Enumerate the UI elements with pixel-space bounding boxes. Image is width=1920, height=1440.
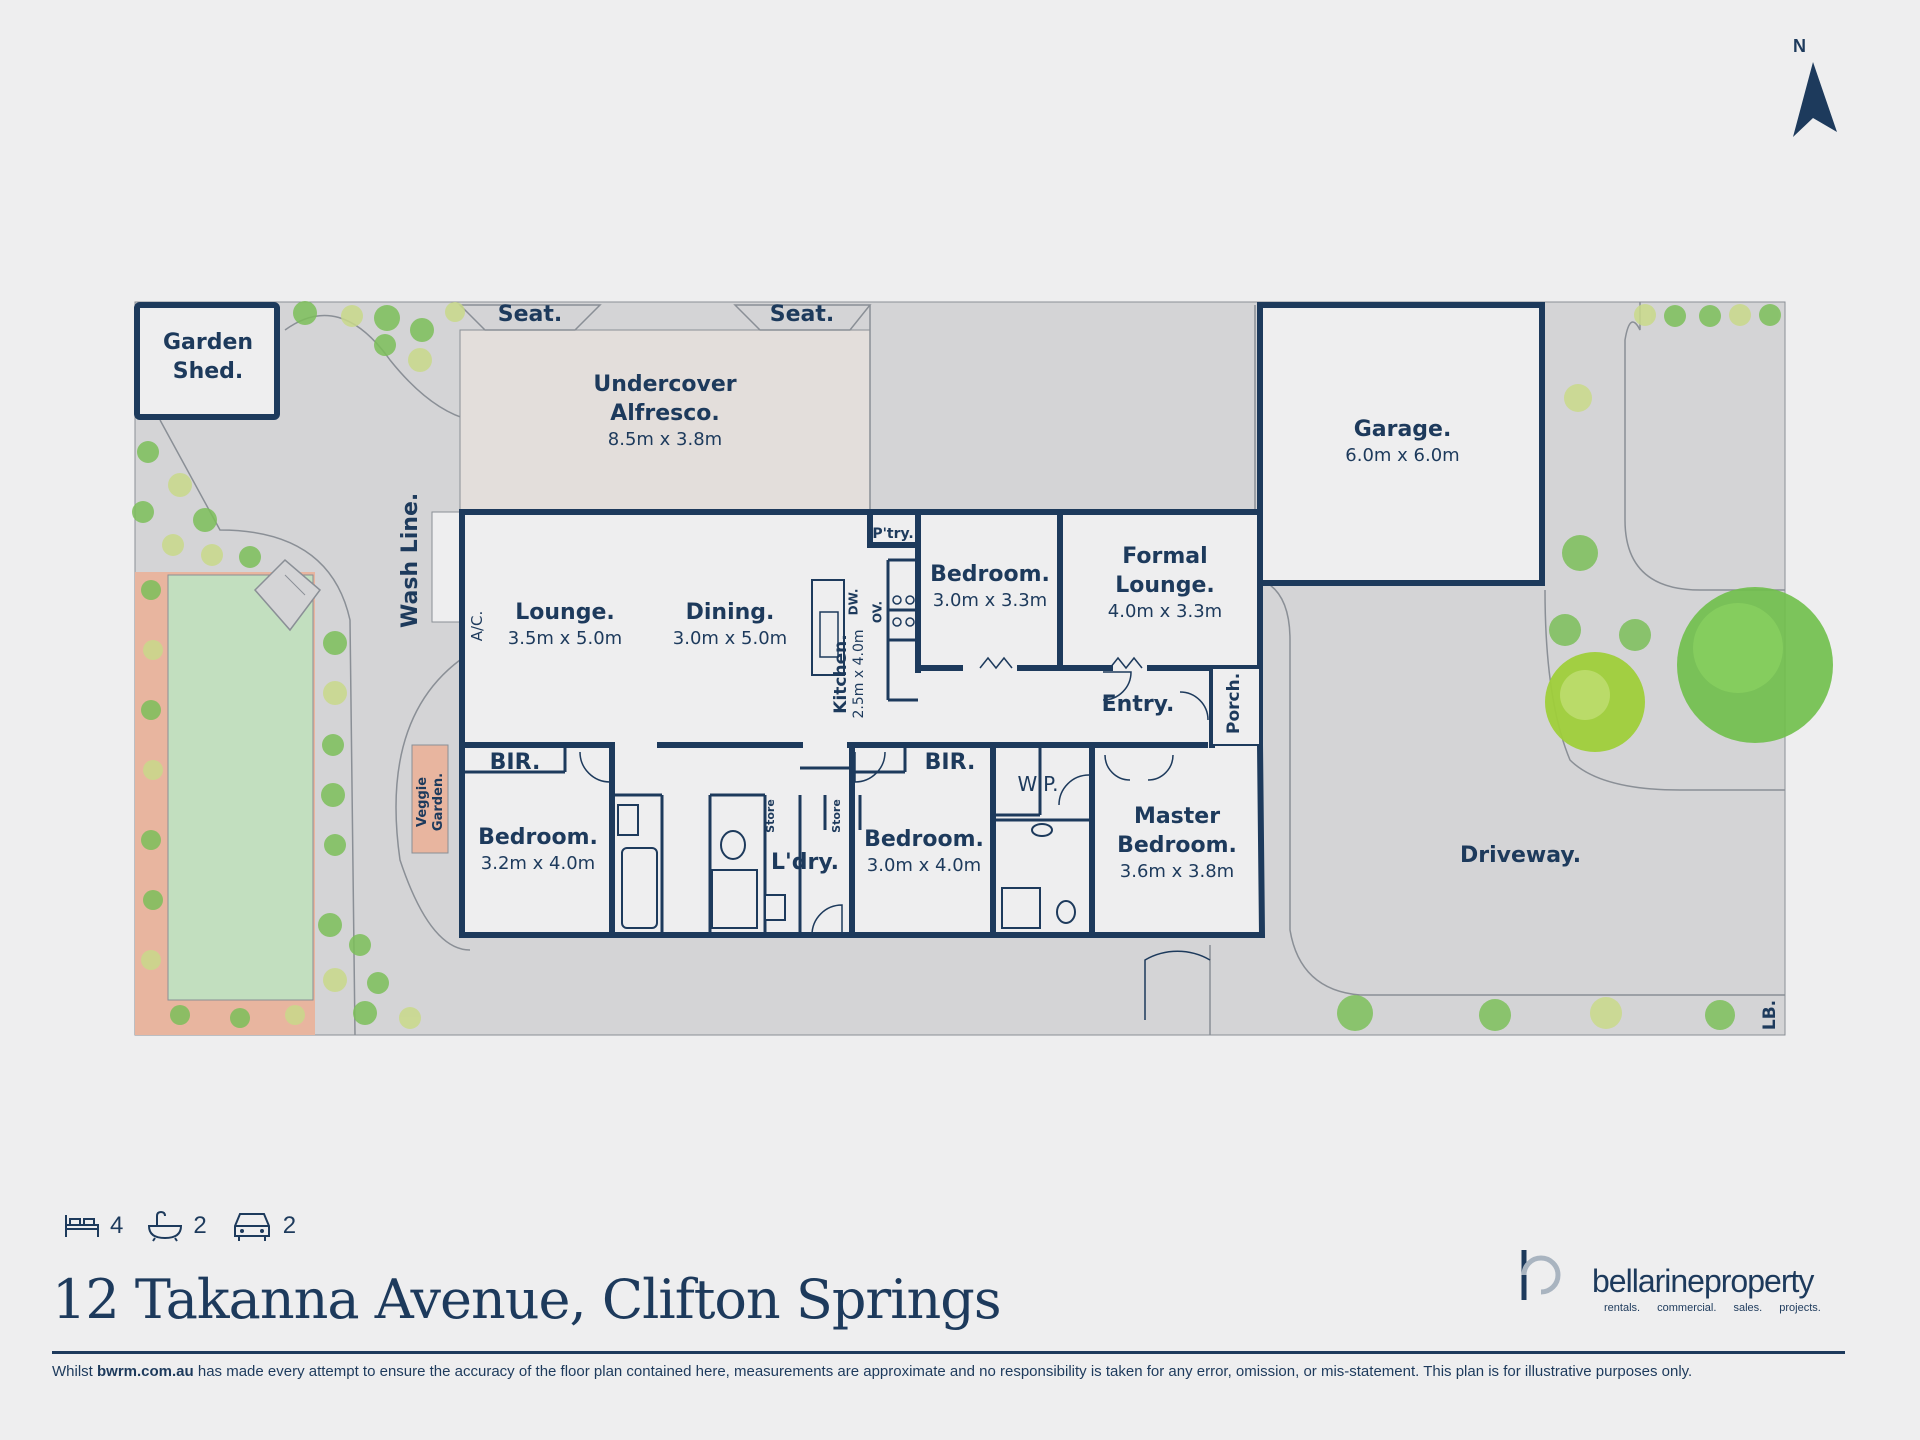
logo-icon <box>1521 1250 1561 1300</box>
garden-shed <box>134 302 280 420</box>
seat-left-label: Seat. <box>497 302 563 327</box>
path-outline <box>284 314 471 540</box>
house-interior <box>462 512 1262 937</box>
bedroom-a-label: Bedroom. 3.0m x 3.3m <box>930 562 1050 611</box>
store-b-label: Store <box>830 799 843 833</box>
wash-line-label: Wash Line. <box>398 492 423 628</box>
bedroom-b-label: Bedroom. 3.2m x 4.0m <box>478 825 598 874</box>
veggie-garden-label: Veggie Garden. <box>415 772 446 832</box>
entry-label: Entry. <box>1101 692 1175 717</box>
letterbox-label: LB. <box>1760 999 1780 1031</box>
bir-left-label: BIR. <box>489 750 541 775</box>
large-tree <box>1545 587 1833 752</box>
bir-right-label: BIR. <box>924 750 976 775</box>
master-bedroom-label: Master Bedroom. 3.6m x 3.8m <box>1117 804 1237 882</box>
ac-label: A/C. <box>468 610 486 642</box>
oven-label: OV. <box>870 600 885 624</box>
brand-tagline: rentals. commercial. sales. projects. <box>1604 1302 1821 1314</box>
driveway-label: Driveway. <box>1460 843 1582 868</box>
garden-shed-label: Garden Shed. <box>162 330 254 384</box>
cars-count: 2 <box>282 1212 297 1239</box>
bath-icon <box>148 1210 183 1242</box>
property-address: 12 Takanna Avenue, Clifton Springs <box>52 1268 1002 1331</box>
garden-plants <box>132 301 1781 1031</box>
brand-name: bellarineproperty <box>1592 1263 1814 1299</box>
pantry-label: P'try. <box>872 526 914 542</box>
porch-label: Porch. <box>1224 672 1244 734</box>
website-link[interactable]: bwrm.com.au <box>97 1363 194 1380</box>
laundry-label: L'dry. <box>770 850 840 875</box>
wip-label: WIP. <box>1017 772 1059 796</box>
garage-label: Garage. 6.0m x 6.0m <box>1345 417 1460 466</box>
store-a-label: Store <box>764 799 777 833</box>
north-arrow-icon <box>1793 62 1837 137</box>
alfresco-area <box>459 329 871 511</box>
dining-label: Dining. 3.0m x 5.0m <box>672 600 788 649</box>
car-icon <box>233 1213 270 1241</box>
alfresco-label: Undercover Alfresco. 8.5m x 3.8m <box>593 372 737 450</box>
garage <box>1257 302 1545 586</box>
seat-right-label: Seat. <box>769 302 835 327</box>
bed-icon <box>65 1215 99 1237</box>
baths-count: 2 <box>193 1212 207 1239</box>
bedroom-c-label: Bedroom. 3.0m x 4.0m <box>864 827 984 876</box>
dishwasher-label: DW. <box>846 588 861 616</box>
veggie-garden <box>411 744 449 854</box>
formal-lounge-label: Formal Lounge. 4.0m x 3.3m <box>1107 544 1223 622</box>
kitchen-label: Kitchen. 2.5m x 4.0m <box>831 629 867 719</box>
house-outer-wall <box>459 509 1266 938</box>
disclaimer: Whilst bwrm.com.au has made every attemp… <box>52 1363 1693 1380</box>
lawn <box>167 574 314 1001</box>
beds-count: 4 <box>110 1212 124 1239</box>
property-stats: 4 2 2 <box>64 1210 310 1242</box>
footer-divider <box>52 1351 1845 1354</box>
lounge-label: Lounge. 3.5m x 5.0m <box>507 600 623 649</box>
compass-north-label: N <box>1793 36 1806 56</box>
